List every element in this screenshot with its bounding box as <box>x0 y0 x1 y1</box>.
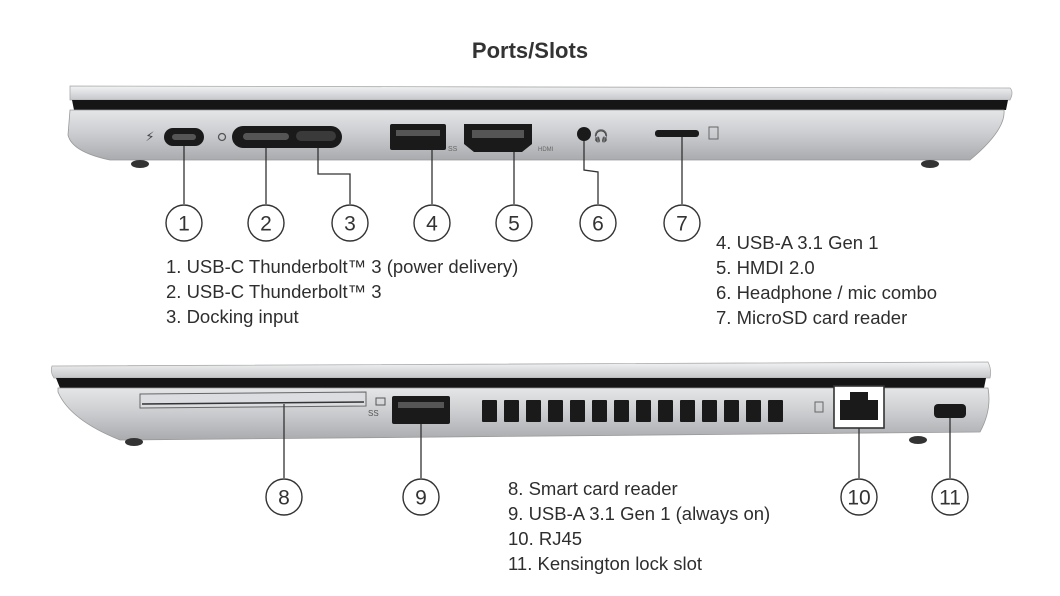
callout-2: 2 <box>247 204 285 242</box>
legend-item-3: 3. Docking input <box>166 306 299 327</box>
callout-3: 3 <box>331 204 369 242</box>
docking-port-block <box>217 126 342 148</box>
usb-a-port-right: SS <box>368 396 450 424</box>
microsd-slot <box>655 126 719 140</box>
svg-text:8: 8 <box>278 487 290 510</box>
svg-text:2: 2 <box>260 213 272 236</box>
legend-item-11: 11. Kensington lock slot <box>508 553 703 574</box>
superspeed-mark: SS <box>448 146 458 153</box>
hdmi-port: HDMI <box>464 124 554 153</box>
callout-7: 7 <box>663 204 701 242</box>
cooling-vents <box>482 400 783 422</box>
usb-a-port-left: SS <box>390 124 458 153</box>
laptop-left-side <box>67 85 1013 168</box>
svg-text:11: 11 <box>939 487 961 510</box>
svg-text:7: 7 <box>676 213 688 236</box>
callout-9: 9 <box>402 478 440 516</box>
always-on-icon <box>375 397 386 406</box>
kensington-lock-slot <box>934 404 966 418</box>
superspeed-mark-right: SS <box>368 409 379 418</box>
sd-card-icon <box>708 126 719 140</box>
callout-circles-bottom: 8 9 10 11 <box>265 478 969 516</box>
legend-right-top: 4. USB-A 3.1 Gen 1 5. HMDI 2.0 6. Headph… <box>716 230 937 330</box>
svg-text:10: 10 <box>847 487 870 510</box>
callout-11: 11 <box>931 478 969 516</box>
network-icon <box>814 401 824 413</box>
callout-6: 6 <box>579 204 617 242</box>
hdmi-mark: HDMI <box>538 147 554 153</box>
smart-card-slot <box>139 391 367 409</box>
svg-text:3: 3 <box>344 213 356 236</box>
power-delivery-icon: ⚡ <box>145 129 154 144</box>
headphone-icon: 🎧 <box>594 129 609 143</box>
callout-10: 10 <box>840 478 878 516</box>
callout-4: 4 <box>413 204 451 242</box>
legend-item-7: 7. MicroSD card reader <box>716 307 908 328</box>
svg-text:9: 9 <box>415 487 427 510</box>
callout-8: 8 <box>265 478 303 516</box>
headphone-jack: 🎧 <box>577 127 608 143</box>
legend-item-4: 4. USB-A 3.1 Gen 1 <box>716 232 879 253</box>
usb-c-thunderbolt-pd-port: ⚡ <box>145 128 204 146</box>
page-title: Ports/Slots <box>471 38 589 63</box>
svg-text:6: 6 <box>592 213 604 236</box>
rj45-port <box>814 385 885 429</box>
callout-1: 1 <box>165 204 203 242</box>
svg-text:5: 5 <box>508 213 520 236</box>
legend-item-6: 6. Headphone / mic combo <box>716 282 938 303</box>
legend-item-10: 10. RJ45 <box>508 528 583 549</box>
legend-item-2: 2. USB-C Thunderbolt™ 3 <box>166 281 382 302</box>
leader-lines-top <box>183 137 683 204</box>
legend-item-9: 9. USB-A 3.1 Gen 1 (always on) <box>508 503 771 524</box>
leader-lines-bottom <box>283 404 951 478</box>
docking-input-port <box>296 131 336 141</box>
legend-item-5: 5. HMDI 2.0 <box>716 257 815 278</box>
callout-circles-top: 1 2 3 4 5 6 7 <box>165 204 701 242</box>
callout-5: 5 <box>495 204 533 242</box>
legend-left-top: 1. USB-C Thunderbolt™ 3 (power delivery)… <box>166 254 518 329</box>
legend-bottom: 8. Smart card reader 9. USB-A 3.1 Gen 1 … <box>508 476 770 576</box>
legend-item-8: 8. Smart card reader <box>508 478 678 499</box>
svg-text:4: 4 <box>426 213 438 236</box>
status-led-icon <box>217 132 227 142</box>
svg-text:1: 1 <box>178 213 190 236</box>
usb-c-thunderbolt-port <box>243 133 289 140</box>
legend-item-1: 1. USB-C Thunderbolt™ 3 (power delivery) <box>166 256 519 277</box>
